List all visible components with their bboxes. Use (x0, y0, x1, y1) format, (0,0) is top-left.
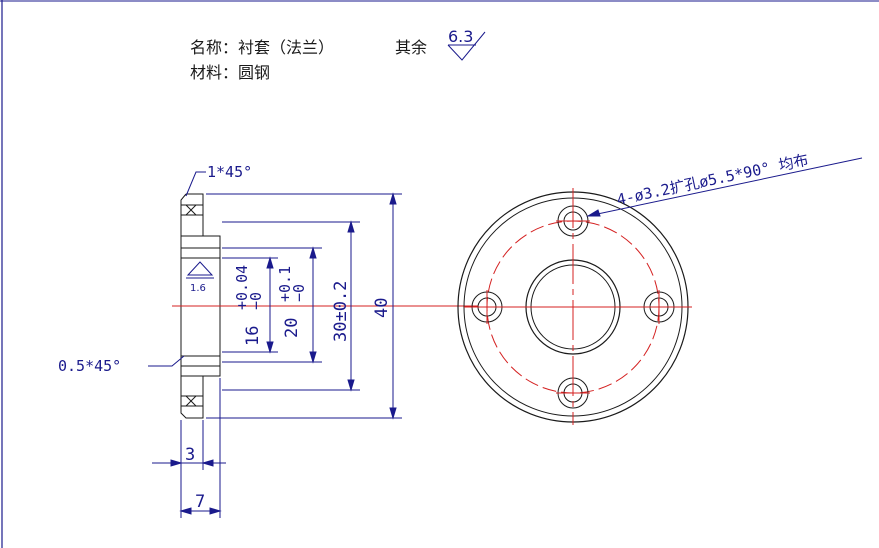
side-view (180, 193, 221, 419)
front-view-centerlines (464, 188, 692, 425)
dim-40-line (389, 192, 397, 420)
chamfer-bottom-leader (148, 355, 185, 367)
hole-note-label: 4-ø3.2扩孔ø5.5*90° 均布 (615, 151, 810, 209)
dim-20-lower-tol: −0 (290, 284, 308, 302)
dim-16-label: 16 (243, 326, 263, 346)
rest-roughness-label: 其余 (395, 38, 427, 57)
dim-7-line (179, 507, 222, 515)
bore-roughness-value: 1.6 (190, 283, 206, 294)
rest-roughness-symbol: 6.3 (447, 27, 486, 61)
dim-30-label: 30±0.2 (331, 281, 351, 342)
dim-20-upper-tol: +0.1 (276, 266, 294, 302)
dim-7-label: 7 (195, 492, 205, 512)
dim-40-label: 40 (372, 298, 392, 318)
material-label: 材料：圆钢 (190, 63, 270, 82)
dim-16-lower-tol: −0 (247, 292, 265, 310)
dim-3-line (152, 459, 226, 467)
bore-roughness-symbol: 1.6 (186, 261, 214, 294)
chamfer-top-label: 1*45° (207, 163, 252, 181)
hole-note-leader (586, 157, 863, 217)
dim-20-label: 20 (282, 318, 302, 338)
chamfer-top-leader (185, 171, 206, 197)
width-extension-lines (180, 378, 221, 518)
dim-30-line (347, 220, 355, 392)
dim-16-upper-tol: +0.04 (233, 265, 251, 310)
dim-16-line (266, 256, 274, 354)
rest-roughness-value: 6.3 (448, 27, 473, 46)
part-name-label: 名称：衬套（法兰） (190, 38, 334, 57)
chamfer-bottom-label: 0.5*45° (58, 357, 121, 375)
extension-lines (206, 193, 402, 419)
dim-3-label: 3 (185, 445, 195, 465)
dim-20-line (309, 246, 317, 364)
